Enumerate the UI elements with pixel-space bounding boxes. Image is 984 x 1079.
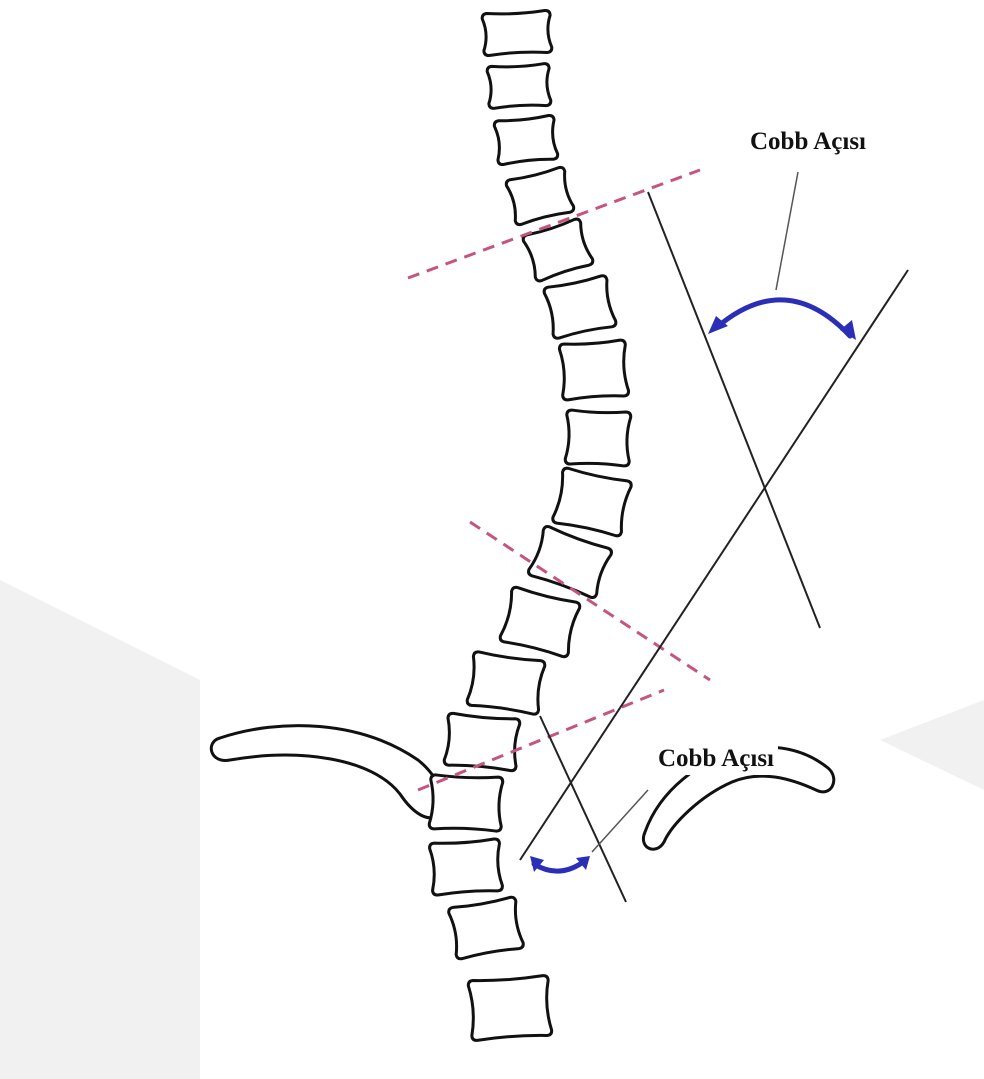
vertebra-8 [565,410,631,466]
vertebra-15 [429,839,502,896]
vertebra-9 [552,467,632,536]
upper-leader-line [776,172,798,290]
upper-cobb-angle-label: Cobb Açısı [746,126,870,158]
upper-perpendicular-line [648,192,820,628]
vertebra-14 [429,775,503,831]
vertebra-7 [559,340,629,400]
vertebra-1 [482,10,552,56]
vertebra-4 [505,166,574,225]
left-iliac-crest [211,726,442,818]
lower-cobb-angle-label: Cobb Açısı [654,743,778,775]
spine [429,10,632,1040]
vertebra-12 [467,651,546,714]
vertebra-16 [448,896,524,959]
vertebra-10 [527,525,612,598]
vertebra-2 [487,63,551,108]
upper-angle-arc [716,300,850,336]
vertebra-11 [499,586,580,657]
vertebra-5 [522,218,594,282]
vertebra-6 [543,275,616,339]
vertebra-17 [468,975,552,1040]
vertebra-3 [494,115,558,165]
lower-leader-line [592,790,648,852]
vertebra-13 [444,713,520,771]
